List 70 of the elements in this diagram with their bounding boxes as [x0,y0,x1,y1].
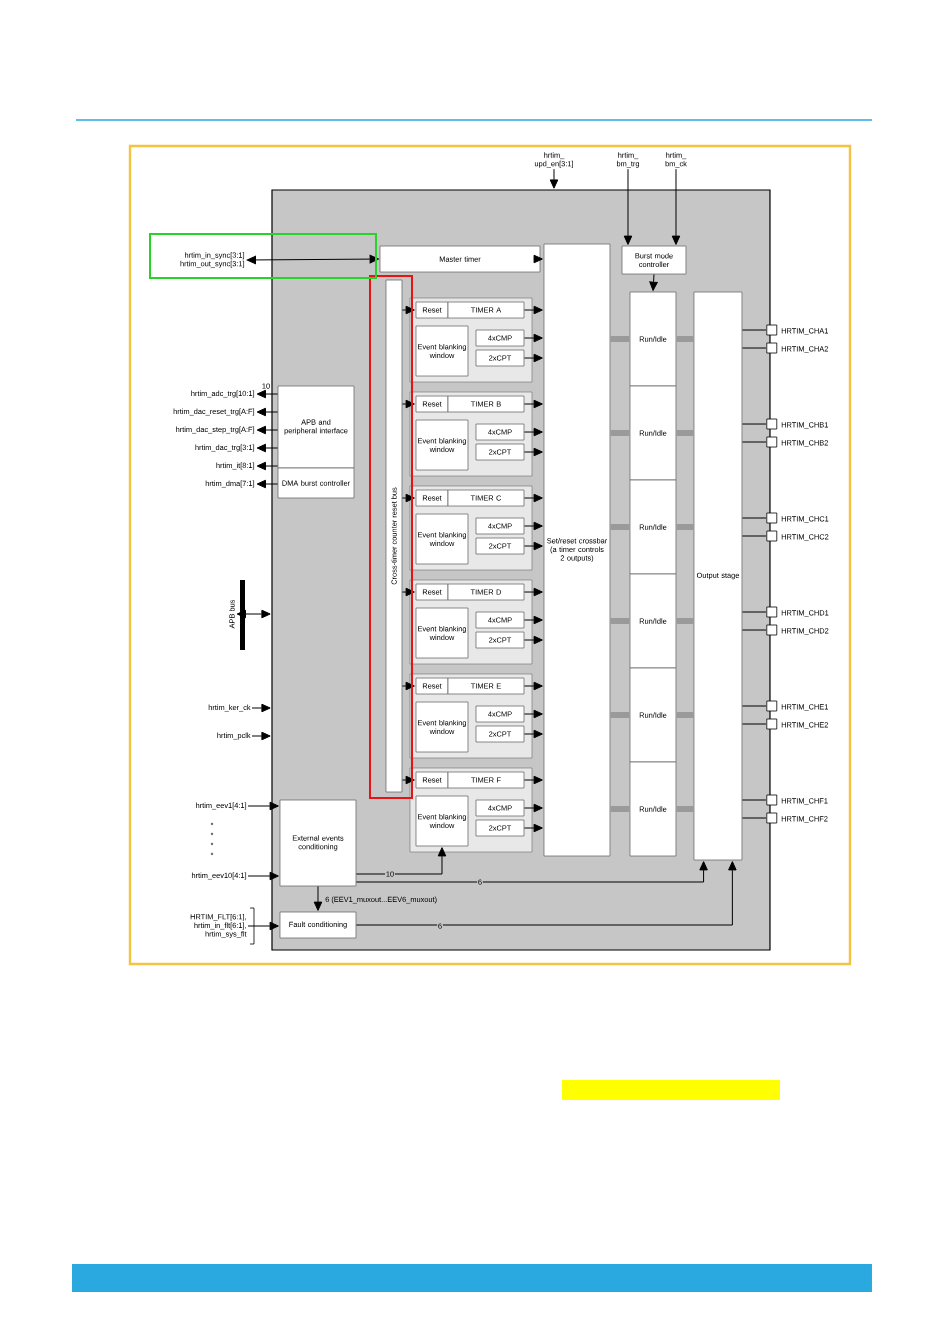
connector [741,705,767,707]
connector [401,681,415,691]
connector [236,609,271,619]
connector [401,493,415,503]
connector [251,731,271,741]
connector [523,427,543,437]
connector [401,775,415,785]
connector [523,775,543,785]
connector [247,871,279,881]
connector [247,921,279,931]
connector [313,885,323,911]
connector [523,615,543,625]
connector [256,479,279,489]
connector [741,517,767,519]
connector [401,587,415,597]
connector [251,703,271,713]
connector [523,587,543,597]
connector [623,168,633,245]
connector [741,535,767,537]
connector [256,389,279,399]
connector [741,629,767,631]
connector [523,635,543,645]
connector [610,712,630,718]
connector [610,430,630,436]
connector [523,709,543,719]
connector [523,353,543,363]
connector [523,305,543,315]
connector [676,524,694,530]
connector [610,336,630,342]
connector [741,799,767,801]
connector [649,273,658,291]
connector [676,806,694,812]
connector [256,407,279,417]
connector [533,254,543,264]
connector [610,524,630,530]
connector [523,447,543,457]
connector [256,443,279,453]
connector [741,329,767,331]
connector [610,806,630,812]
connector [355,861,737,926]
connector [523,521,543,531]
connector [247,801,279,811]
connector [676,430,694,436]
connector [676,618,694,624]
connector [523,823,543,833]
connector [741,723,767,725]
connector [523,541,543,551]
connector [523,493,543,503]
connector [401,305,415,315]
connector [523,729,543,739]
connector [256,461,279,471]
connector [741,611,767,613]
connector [401,399,415,409]
connector [610,618,630,624]
connector [523,333,543,343]
connector [741,423,767,425]
connector [741,441,767,443]
connector [256,425,279,435]
connector [355,847,447,875]
connector [676,712,694,718]
connector [671,168,681,245]
connector [523,681,543,691]
connector [246,254,379,265]
connector [523,399,543,409]
connector [741,817,767,819]
connector [741,347,767,349]
connector [523,803,543,813]
connector [355,861,708,883]
connector [549,168,559,189]
connector [676,336,694,342]
